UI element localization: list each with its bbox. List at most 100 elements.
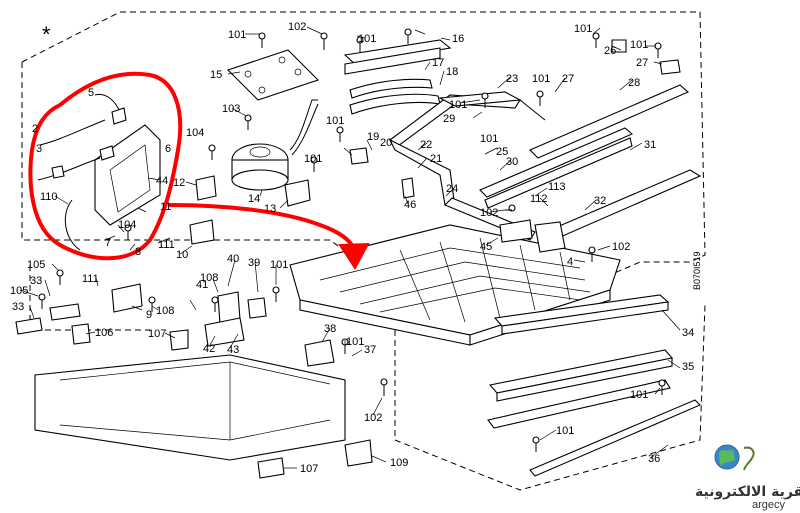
logo-swoosh-icon — [743, 446, 755, 471]
callout-107: 107 — [300, 463, 318, 475]
screws — [38, 28, 666, 452]
part-42-43-bracket — [204, 317, 245, 347]
callout-38: 38 — [324, 323, 336, 335]
part-25-30-bar — [479, 127, 634, 209]
callout-101: 101 — [630, 39, 648, 51]
part-34-rail — [493, 294, 670, 335]
callout-6: 6 — [165, 143, 171, 155]
part-46-bracket — [401, 177, 415, 199]
callout-102: 102 — [480, 207, 498, 219]
part-26-bracket — [611, 39, 627, 53]
callout-2: 2 — [32, 123, 38, 135]
part-107-lower-clip — [257, 457, 285, 479]
lower-tray — [34, 354, 346, 461]
callout-101: 101 — [304, 153, 322, 165]
callout-108: 108 — [200, 272, 218, 284]
part-22-24-frame — [388, 94, 546, 241]
red-arrow-head — [338, 242, 370, 270]
callout-42: 42 — [203, 343, 215, 355]
callout-37: 37 — [364, 344, 376, 356]
callout-101: 101 — [346, 336, 364, 348]
part-6-fan-duct — [37, 93, 161, 251]
part-16-bracket — [343, 39, 452, 75]
callout-104: 104 — [186, 127, 204, 139]
part-107-clip — [169, 329, 189, 351]
part-31-rail — [549, 169, 702, 239]
callout-107: 107 — [148, 328, 166, 340]
red-arrow-line — [168, 203, 357, 252]
callout-19: 19 — [367, 131, 379, 143]
part-18-guide — [349, 93, 441, 115]
callout-101: 101 — [574, 23, 592, 35]
callout-13: 13 — [264, 203, 276, 215]
callout-32: 32 — [594, 195, 606, 207]
callout-4: 4 — [567, 256, 573, 268]
callout-11: 11 — [160, 201, 171, 213]
logo-latin-text: argecy — [752, 499, 786, 511]
callout-113: 113 — [548, 181, 566, 193]
part-106-clip — [71, 323, 91, 345]
leader-lines — [19, 26, 681, 469]
callout-101: 101 — [449, 99, 467, 111]
callout-101: 101 — [556, 425, 574, 437]
callout-106: 106 — [95, 327, 113, 339]
site-logo: القرية الالكترونية argecy — [695, 444, 800, 511]
part-35-rail — [488, 349, 674, 402]
callout-21: 21 — [430, 153, 442, 165]
callout-101: 101 — [270, 259, 288, 271]
part-8-9-bracket — [111, 283, 143, 313]
callout-24: 24 — [446, 183, 458, 195]
part-39-holder — [247, 297, 267, 319]
callout-105: 105 — [27, 259, 45, 271]
callout-110: 110 — [40, 191, 58, 203]
callout-112: 112 — [530, 193, 548, 205]
callout-104: 104 — [118, 219, 136, 231]
callout-101: 101 — [358, 33, 376, 45]
callout-33: 33 — [30, 275, 42, 287]
drawing-reference-code: B070I519 — [692, 251, 702, 290]
callout-7: 7 — [105, 237, 111, 249]
upper-assembly-boundary — [21, 11, 706, 301]
callout-103: 103 — [222, 103, 240, 115]
callout-8: 8 — [135, 246, 141, 258]
callout-16: 16 — [452, 33, 464, 45]
callout-30: 30 — [506, 156, 518, 168]
callout-31: 31 — [644, 139, 656, 151]
part-20-sensor — [349, 147, 369, 165]
callout-20: 20 — [380, 137, 392, 149]
callout-35: 35 — [682, 361, 694, 373]
callout-3: 3 — [36, 143, 42, 155]
part-33-clip-b — [15, 317, 43, 335]
callout-27: 27 — [562, 73, 574, 85]
callout-102: 102 — [364, 412, 382, 424]
lower-assembly-boundary — [394, 300, 706, 491]
logo-arabic-text: القرية الالكترونية — [695, 484, 800, 500]
callout-18: 18 — [446, 66, 458, 78]
callout-41: 41 — [196, 279, 208, 291]
part-17-guide — [349, 78, 433, 99]
asterisk-mark: * — [42, 22, 51, 47]
callout-23: 23 — [506, 73, 518, 85]
part-109-sensor — [344, 439, 373, 467]
callout-101: 101 — [532, 73, 550, 85]
callout-45: 45 — [480, 241, 492, 253]
callout-102: 102 — [288, 21, 306, 33]
part-36-strip — [529, 399, 701, 477]
callout-25: 25 — [496, 146, 508, 158]
base-frame — [289, 224, 621, 346]
callout-39: 39 — [248, 257, 260, 269]
part-112-bracket — [534, 221, 566, 253]
part-33-clip-a — [49, 303, 81, 321]
callout-22: 22 — [420, 139, 432, 151]
callout-36: 36 — [648, 453, 660, 465]
part-38-37-bracket — [304, 339, 335, 367]
callout-40: 40 — [227, 253, 239, 265]
part-10-bracket — [189, 219, 215, 245]
globe-land-icon — [719, 450, 735, 466]
part-14-motor — [231, 99, 319, 191]
callout-101: 101 — [326, 115, 344, 127]
part-101-rail-lower — [487, 379, 671, 429]
callout-101: 101 — [480, 133, 498, 145]
